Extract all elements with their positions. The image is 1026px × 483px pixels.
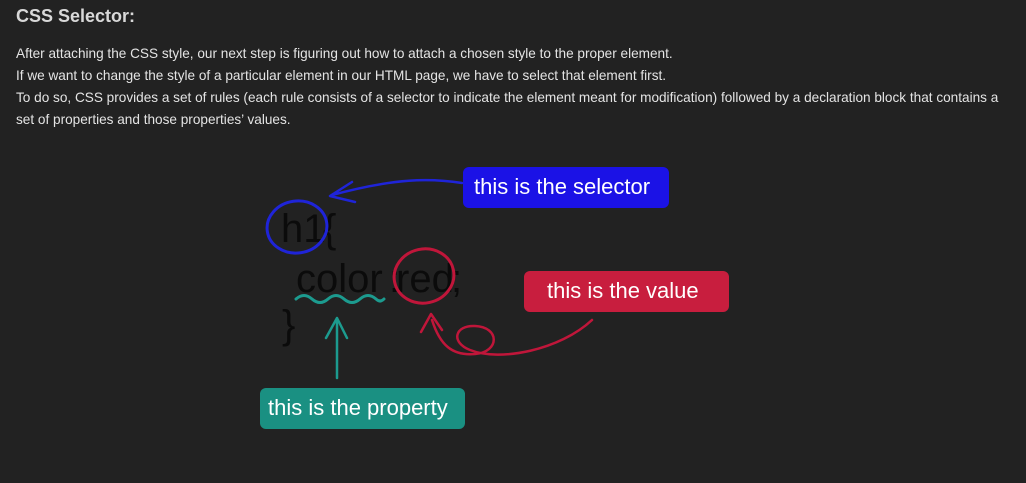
code-property: color [296, 257, 383, 301]
value-highlight-circle [392, 247, 456, 305]
value-label-pill [524, 271, 729, 312]
code-semicolon: ; [451, 257, 462, 301]
value-arrow [430, 318, 594, 356]
selector-label: this is the selector [474, 174, 650, 199]
intro-text: After attaching the CSS style, our next … [16, 43, 1006, 131]
code-close-brace: } [282, 303, 295, 347]
property-arrowhead [324, 316, 349, 340]
value-arrowhead [419, 312, 444, 334]
section-title: CSS Selector: [16, 6, 136, 26]
paragraph-3: To do so, CSS provides a set of rules (e… [16, 90, 999, 127]
selector-arrowhead [328, 180, 357, 204]
value-label: this is the value [547, 278, 699, 303]
selector-highlight-circle [265, 199, 329, 255]
paragraph-1: After attaching the CSS style, our next … [16, 46, 673, 61]
property-underline-wave [294, 294, 386, 304]
selector-label-pill [463, 167, 669, 208]
paragraph-2: If we want to change the style of a part… [16, 68, 667, 83]
selector-arrow [330, 178, 464, 197]
property-label-pill [260, 388, 465, 429]
property-label: this is the property [268, 395, 448, 420]
